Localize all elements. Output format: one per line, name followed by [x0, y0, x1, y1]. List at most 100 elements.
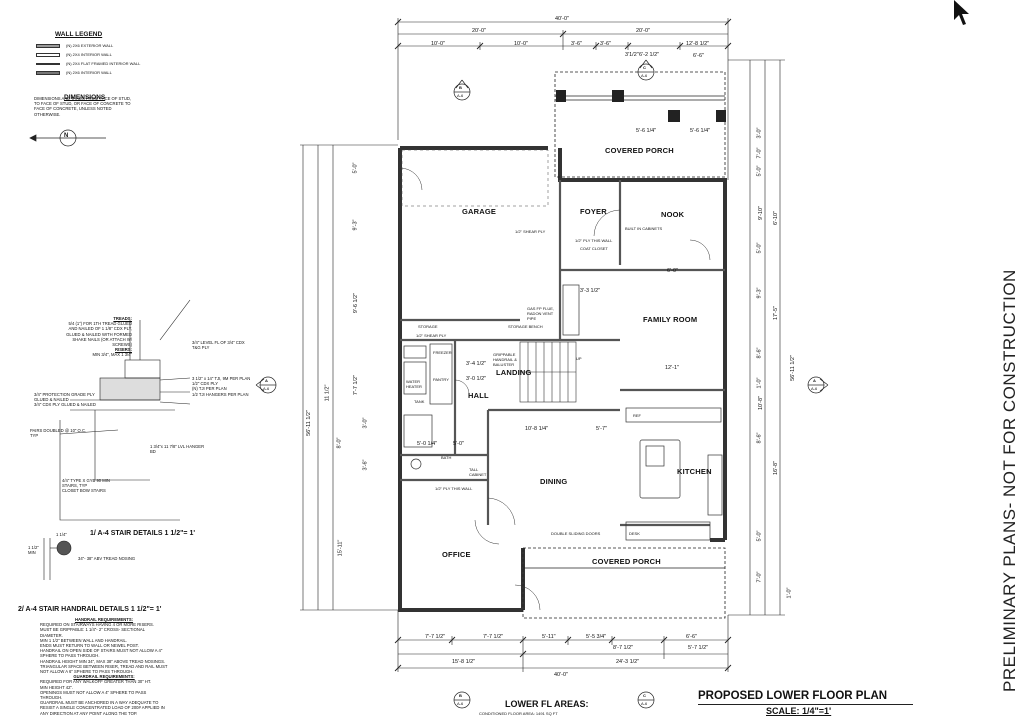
- dimension-label: 5'-0": [756, 165, 763, 177]
- annotation-label: UP: [576, 356, 582, 361]
- annotation-label: STORAGE: [418, 324, 438, 329]
- dimension-label: 3'1/2": [625, 52, 639, 58]
- room-label-nook: NOOK: [661, 210, 685, 219]
- dimension-label: 8'-6": [756, 432, 763, 444]
- stair-notes-lower: 3/4" PROTECTION GRADE PLY GLUED & NAILED…: [34, 392, 96, 408]
- legend-label: (N) 2X4 FLAT FRAMED INTERIOR WALL: [66, 61, 141, 66]
- note-text: MIN 1 1/2" BETWEEN WALL AND HANDRAIL.: [40, 637, 128, 643]
- dimension-label: 11 1/2": [324, 384, 331, 402]
- dimension-label: 3'-4 1/2": [466, 361, 487, 367]
- dimension-label: 6'-6": [686, 634, 697, 640]
- annotation-label: STORAGE BENCH: [508, 324, 543, 329]
- dimension-label: 16'-8": [773, 460, 780, 476]
- note-text: GUARDRAIL MUST BE ANCHORED IN A WAY ADEQ…: [40, 700, 165, 716]
- note-text: MIN HEIGHT 42".: [40, 684, 74, 690]
- legend-swatch: [36, 62, 60, 65]
- legend-label: (N) 2X4 INTERIOR WALL: [66, 52, 112, 57]
- dimension-label: 56'-11 1/2": [789, 355, 796, 381]
- dimension-label: 9'-10": [758, 205, 765, 221]
- dimension-label: 5'-0": [756, 530, 763, 542]
- legend-label: (N) 2X6 EXTERIOR WALL: [66, 43, 114, 48]
- dimension-label: 8'-7 1/2": [613, 645, 634, 651]
- dimension-label: 5'-0 1/4": [417, 441, 438, 447]
- legend-swatch: [36, 43, 60, 48]
- annotation-label: TALL CABINET: [469, 467, 487, 477]
- note-text: PAIRS DOUBLED @ 10" O.C. TYP: [30, 428, 87, 439]
- dimension-label: 5'-7": [596, 426, 607, 432]
- dimension-label: 7'-0": [756, 147, 763, 159]
- dimension-label: 6'-10": [773, 210, 780, 226]
- dimension-label: 40'-0": [554, 672, 569, 678]
- dimension-label: 5'-11": [542, 634, 556, 640]
- section-marker-letter: A: [265, 378, 268, 383]
- annotation-label: COAT CLOSET: [580, 246, 608, 251]
- section-marker-letter: C: [643, 693, 646, 698]
- legend-row: (N) 2X6 INTERIOR WALL: [36, 68, 166, 77]
- dimension-label: 10'-0": [431, 41, 446, 47]
- dimension-label: 40'-0": [555, 16, 570, 22]
- dimension-label: 7'-7 1/2": [353, 374, 360, 396]
- section-marker-letter: A: [813, 378, 816, 383]
- dimension-label: 24'-3 1/2": [616, 659, 640, 665]
- room-label-garage: GARAGE: [462, 207, 497, 216]
- section-marker-sheet: A-6: [457, 93, 464, 98]
- wall-legend-title: WALL LEGEND: [55, 23, 102, 41]
- legend-row: (N) 2X6 EXTERIOR WALL: [36, 41, 166, 50]
- note-text: 1 3/4"x 11 7/8" LVL HANGER BD: [150, 444, 205, 455]
- rail-label: 34"- 38" ABV TREAD NOSING: [78, 556, 136, 561]
- note-text: HANDRAIL HEIGHT MIN 34", MAX 38" ABOVE T…: [40, 658, 166, 664]
- room-label-family: FAMILY ROOM: [643, 315, 698, 324]
- dimension-label: 3'-6": [571, 41, 582, 47]
- dimension-label: 5'-6 1/4": [636, 128, 657, 134]
- handrail-detail-title: 2/ A-4 STAIR HANDRAIL DETAILS 1 1/2"= 1': [18, 606, 162, 613]
- dimension-label: 8'-6": [756, 347, 763, 359]
- legend-row: (N) 2X4 FLAT FRAMED INTERIOR WALL: [36, 59, 166, 68]
- legend-heading: WALL LEGEND: [55, 31, 103, 38]
- section-marker-sheet: A-6: [641, 701, 648, 706]
- dimension-label: 7'-0": [756, 571, 763, 583]
- dimension-label: 7'-7 1/2": [483, 634, 504, 640]
- stair-notes-bottom: 4/4" TYPE X GYB 90 MIN STAIRS, TYP CLOSE…: [62, 478, 122, 494]
- areas-note: CONDITIONED FLOOR AREA: 1491 SQ FT: [479, 711, 558, 716]
- section-marker-letter: B: [459, 693, 462, 698]
- dimension-label: 3'-0": [756, 127, 763, 139]
- dimension-label: 10'-0": [514, 41, 529, 47]
- rail-label: 1 1/2" MIN: [28, 545, 39, 556]
- room-label-hall: HALL: [468, 391, 489, 400]
- dimension-label: 5'-0": [453, 441, 464, 447]
- annotation-label: PANTRY: [433, 377, 449, 382]
- note-text: MIN 3/4", MAX 1 3/4": [92, 352, 132, 358]
- preliminary-watermark: PRELIMINARY PLANS- NOT FOR CONSTRUCTION: [1000, 269, 1019, 692]
- room-label-kitchen: KITCHEN: [677, 467, 712, 476]
- title-underline: [698, 704, 913, 705]
- dimension-label: 10'-8": [758, 395, 765, 411]
- note-text: REQUIRED FOR ANY WALKOFF GREATER THAN 30…: [40, 679, 152, 685]
- section-marker-sheet: A-6: [811, 386, 818, 391]
- annotation-label: DESK: [629, 531, 640, 536]
- dimension-label: 3'-6": [362, 459, 369, 471]
- stair-notes-right-2: 3 1/2" x 14" TJI, 9M PER PLAN 1/2" CDX P…: [192, 376, 262, 397]
- note-text: CLOSET BOW STAIRS: [62, 488, 106, 494]
- annotation-label: GAS FP FLUE, RADON VENT PIPE: [527, 306, 555, 321]
- room-label-porch-bottom: COVERED PORCH: [592, 557, 661, 566]
- dimension-label: 5'-5 3/4": [586, 634, 607, 640]
- scale-label: SCALE: 1/4"=1': [766, 706, 832, 716]
- note-text: GUARDRAIL REQUIREMENTS:: [73, 674, 135, 680]
- handrail-notes: HANDRAIL REQUIREMENTS: REQUIRED ON STAIR…: [40, 617, 168, 716]
- legend-label: (N) 2X6 INTERIOR WALL: [66, 70, 112, 75]
- dimension-label: 56'-11 1/2": [305, 410, 312, 436]
- dimension-label: 12'-1": [665, 365, 680, 371]
- annotation-label: 1/2" PLY THIS WALL: [575, 238, 613, 243]
- dimension-label: 5'-0": [756, 242, 763, 254]
- dimension-label: 9'-3": [756, 287, 763, 299]
- annotation-label: BATH: [441, 455, 452, 460]
- dimension-label: 12'-8 1/2": [686, 41, 710, 47]
- dimension-label: 3'-3 1/2": [580, 288, 601, 294]
- north-arrow-icon: N: [64, 133, 69, 139]
- note-text: 3 1/2" x 14" TJI, 9M PER PLAN: [192, 376, 251, 381]
- dimension-label: 3'-0 1/2": [466, 376, 487, 382]
- section-marker-letter: C: [643, 65, 646, 70]
- dimension-label: 17'-5": [773, 305, 780, 321]
- room-label-landing: LANDING: [496, 368, 532, 377]
